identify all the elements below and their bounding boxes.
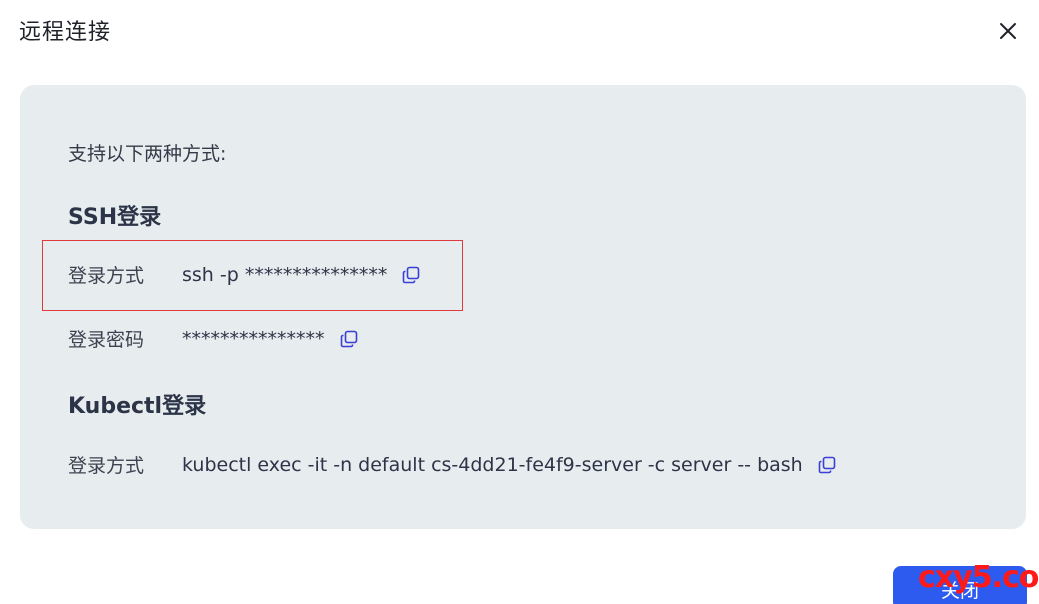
ssh-password-row: 登录密码 *************** xyxy=(68,325,359,352)
copy-icon[interactable] xyxy=(817,455,837,475)
kubectl-login-method-row: 登录方式 kubectl exec -it -n default cs-4dd2… xyxy=(68,451,837,478)
highlight-box xyxy=(42,240,463,311)
kubectl-login-method-label: 登录方式 xyxy=(68,455,145,477)
dialog-title: 远程连接 xyxy=(19,20,112,45)
ssh-login-heading: SSH登录 xyxy=(68,205,162,230)
close-icon[interactable] xyxy=(994,17,1022,45)
ssh-password-label: 登录密码 xyxy=(68,329,145,351)
close-button[interactable]: 关闭 xyxy=(893,566,1027,604)
intro-text: 支持以下两种方式: xyxy=(68,143,227,165)
connection-info-panel: 支持以下两种方式: SSH登录 登录方式 ssh -p ************… xyxy=(20,85,1026,529)
ssh-login-method-label: 登录方式 xyxy=(68,265,145,287)
copy-icon[interactable] xyxy=(401,265,421,285)
copy-icon[interactable] xyxy=(339,329,359,349)
kubectl-login-heading: Kubectl登录 xyxy=(68,394,207,419)
ssh-login-method-row: 登录方式 ssh -p *************** xyxy=(68,261,421,288)
kubectl-login-method-value: kubectl exec -it -n default cs-4dd21-fe4… xyxy=(182,453,803,476)
ssh-password-value: *************** xyxy=(182,327,325,350)
ssh-login-method-value: ssh -p *************** xyxy=(182,263,388,286)
